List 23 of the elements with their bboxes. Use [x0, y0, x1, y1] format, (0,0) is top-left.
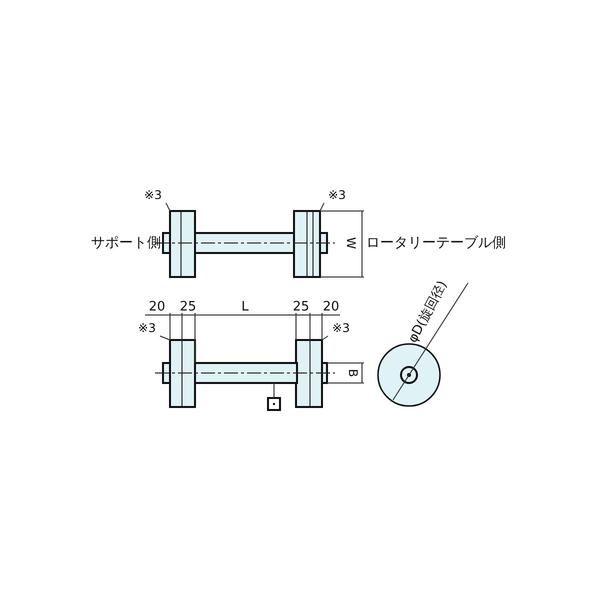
note-mark: ※3: [328, 320, 354, 336]
leader-line: [322, 336, 328, 340]
dimension-label: φD(旋回径): [406, 279, 450, 345]
square-symbol: [267, 397, 281, 411]
plate: [295, 339, 323, 408]
plate: [169, 210, 196, 278]
leader-line: [166, 202, 170, 212]
dimension-label: B: [347, 368, 359, 378]
plate: [293, 210, 321, 278]
dimension-label: L: [241, 300, 249, 314]
note-mark: ※3: [140, 187, 166, 203]
dimension-label: W: [345, 237, 357, 249]
dimension-label: 20: [148, 300, 166, 314]
note-mark: ※3: [324, 187, 350, 203]
dimension-label: 25: [292, 300, 310, 314]
plate: [169, 339, 196, 408]
shaft: [194, 362, 298, 384]
leader-line: [160, 336, 170, 340]
note-mark: ※3: [134, 320, 160, 336]
dimension-label: 20: [322, 300, 340, 314]
side-label: ロータリーテーブル側: [366, 236, 506, 250]
dimension-label: 25: [180, 300, 196, 314]
leader-line: [320, 202, 324, 212]
